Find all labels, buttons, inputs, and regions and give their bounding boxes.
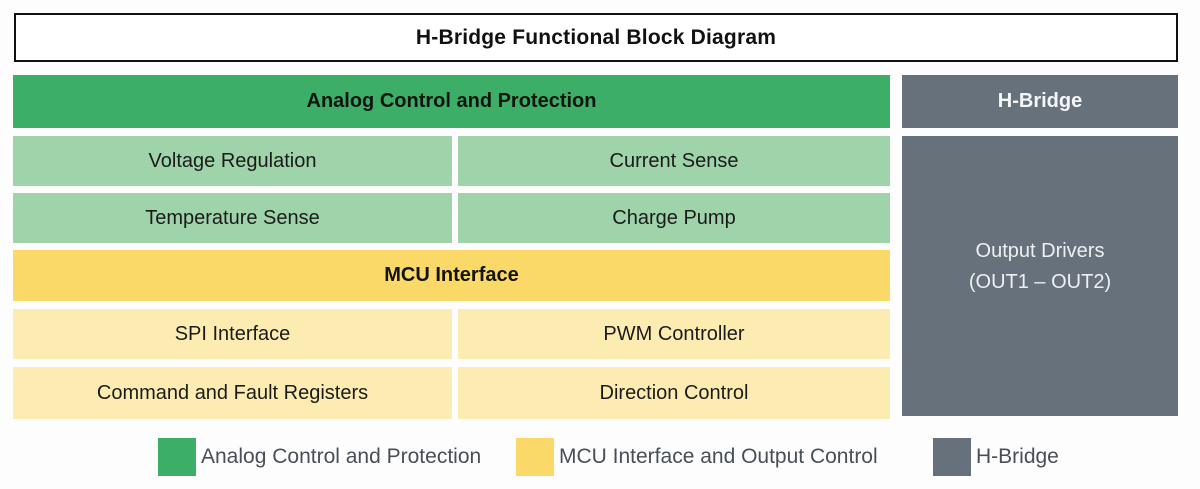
block-current-sense: Current Sense [458, 136, 890, 186]
block-pwm-controller: PWM Controller [458, 309, 890, 359]
legend-item-mcu: MCU Interface and Output Control [516, 438, 878, 476]
legend-swatch-green [158, 438, 196, 476]
hbridge-section-header: H-Bridge [902, 75, 1178, 128]
block-direction-control: Direction Control [458, 367, 890, 419]
legend-item-hbridge: H-Bridge [933, 438, 1059, 476]
block-output-drivers: Output Drivers (OUT1 – OUT2) [902, 136, 1178, 416]
legend-label-mcu: MCU Interface and Output Control [559, 445, 878, 468]
block-temperature-sense: Temperature Sense [13, 193, 452, 243]
block-charge-pump: Charge Pump [458, 193, 890, 243]
analog-section-header: Analog Control and Protection [13, 75, 890, 128]
legend-item-analog: Analog Control and Protection [158, 438, 481, 476]
mcu-section-header: MCU Interface [13, 250, 890, 301]
diagram-title: H-Bridge Functional Block Diagram [14, 13, 1178, 62]
block-voltage-regulation: Voltage Regulation [13, 136, 452, 186]
output-drivers-line1: Output Drivers [975, 240, 1105, 262]
block-spi-interface: SPI Interface [13, 309, 452, 359]
block-command-fault-registers: Command and Fault Registers [13, 367, 452, 419]
output-drivers-line2: (OUT1 – OUT2) [968, 271, 1112, 293]
legend-label-hbridge: H-Bridge [976, 445, 1059, 468]
legend-label-analog: Analog Control and Protection [201, 445, 482, 468]
legend-swatch-yellow [516, 438, 554, 476]
legend-swatch-gray [933, 438, 971, 476]
